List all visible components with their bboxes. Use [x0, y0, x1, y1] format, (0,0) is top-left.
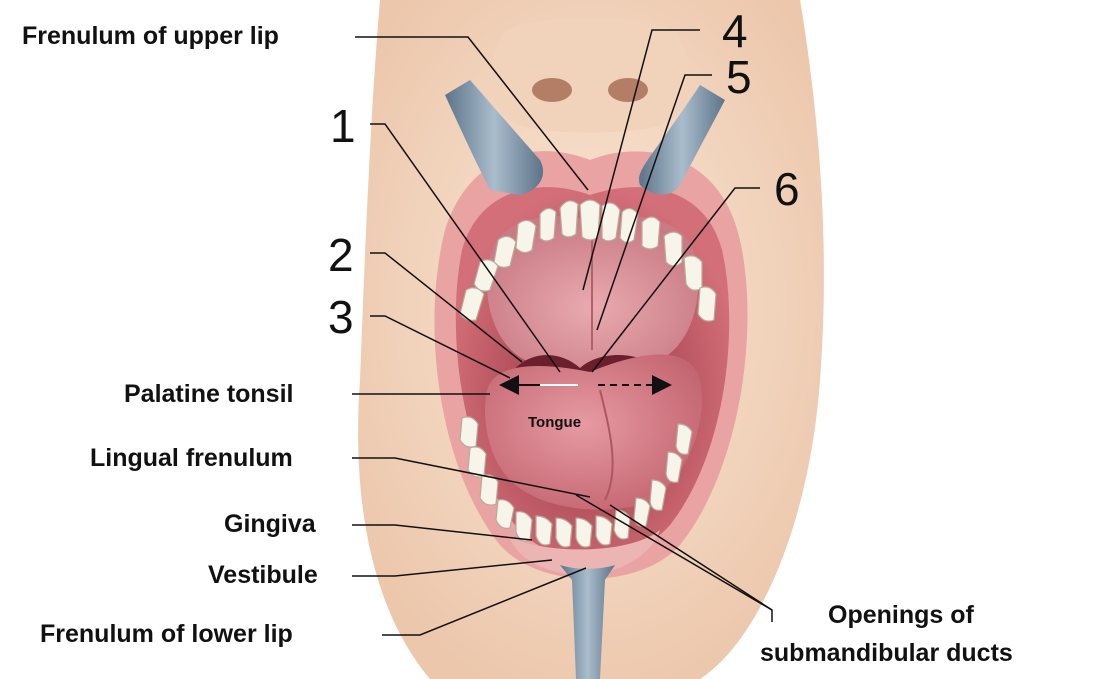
leader-frenulum-lower-lip [382, 567, 587, 636]
leader-frenulum-upper-lip [355, 36, 589, 191]
label-gingiva: Gingiva [224, 510, 316, 538]
label-openings-line1: Openings of [828, 601, 974, 629]
leader-lingual-frenulum [352, 457, 591, 498]
lower-teeth [459, 416, 693, 548]
label-frenulum-upper-lip: Frenulum of upper lip [22, 22, 279, 50]
left-nostril [532, 78, 572, 102]
label-frenulum-lower-lip: Frenulum of lower lip [40, 620, 293, 648]
right-retractor [639, 85, 725, 195]
label-vestibule: Vestibule [208, 561, 318, 589]
left-retractor [445, 80, 544, 195]
leader-gingiva [352, 524, 533, 541]
leader-6 [591, 187, 760, 373]
leader-4 [582, 29, 700, 291]
leader-lines [352, 29, 773, 636]
nose [490, 17, 690, 133]
leader-2 [370, 252, 523, 363]
bottom-retractor [560, 565, 615, 679]
number-6: 6 [774, 163, 800, 215]
lower-gingiva [508, 530, 660, 575]
number-4: 4 [722, 5, 748, 57]
number-5: 5 [726, 51, 752, 103]
upper-teeth [459, 199, 717, 322]
number-3: 3 [328, 291, 354, 343]
tongue-groove [599, 389, 614, 501]
label-lingual-frenulum: Lingual frenulum [90, 444, 293, 472]
label-palatine-tonsil: Palatine tonsil [124, 380, 294, 408]
right-nostril [608, 78, 648, 102]
leader-3 [370, 315, 511, 379]
leader-5 [596, 74, 712, 331]
leader-openings-b [609, 504, 773, 611]
number-1: 1 [330, 100, 356, 152]
leader-vestibule [352, 559, 553, 577]
tongue [485, 354, 702, 510]
label-openings-line2: submandibular ducts [760, 639, 1013, 667]
number-2: 2 [328, 229, 354, 281]
leader-1 [370, 123, 561, 373]
label-tongue: Tongue [528, 414, 582, 431]
